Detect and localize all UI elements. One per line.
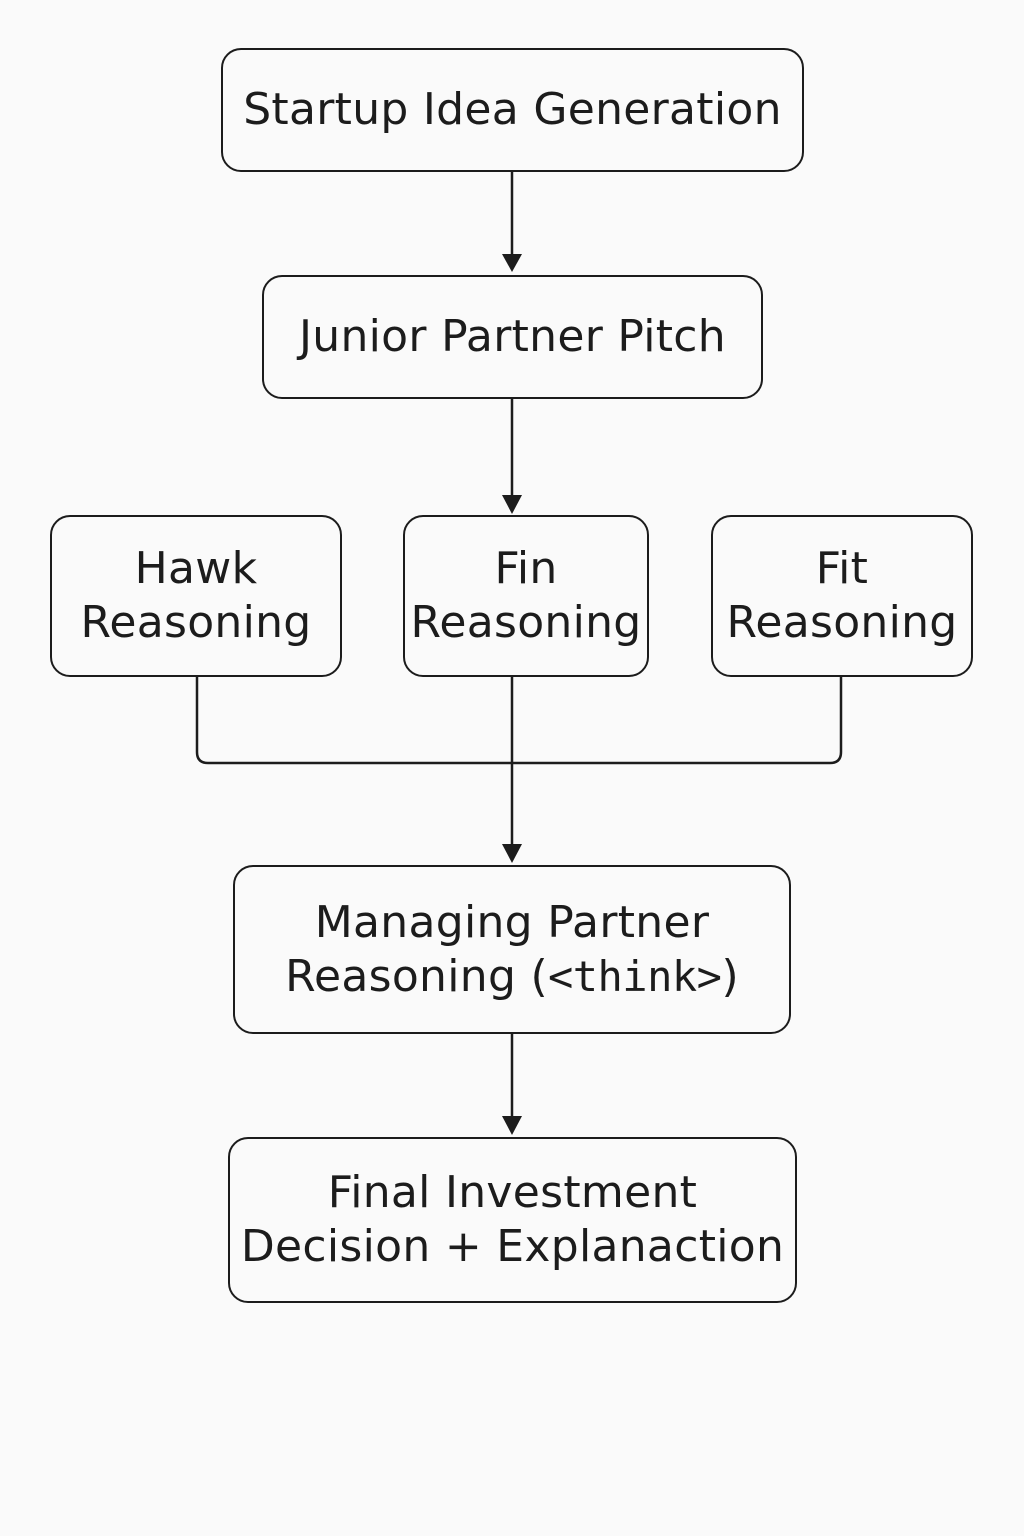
arrowhead-fin <box>502 495 522 514</box>
node-label-line-1: Hawk <box>134 543 258 594</box>
node-managing-partner-reasoning: Managing Partner Reasoning (<think>) <box>233 865 791 1034</box>
node-fit-reasoning: Fit Reasoning <box>711 515 973 677</box>
edge-hawk-merge <box>195 677 512 765</box>
node-hawk-reasoning: Hawk Reasoning <box>50 515 342 677</box>
node-label-line-1: Fin <box>494 543 558 594</box>
node-fin-reasoning: Fin Reasoning <box>403 515 649 677</box>
node-label-line-2: Decision + Explanaction <box>240 1221 785 1272</box>
node-final-investment-decision: Final Investment Decision + Explanaction <box>228 1137 797 1303</box>
edge-fit-merge <box>512 677 843 765</box>
node-label-part: Reasoning ( <box>285 950 548 1002</box>
node-startup-idea-generation: Startup Idea Generation <box>221 48 804 172</box>
think-tag-label: <think> <box>547 951 722 1001</box>
arrowhead-final <box>502 1116 522 1135</box>
node-label-line-1: Final Investment <box>327 1167 698 1218</box>
node-junior-partner-pitch: Junior Partner Pitch <box>262 275 763 399</box>
node-label: Startup Idea Generation <box>243 84 782 135</box>
node-label-line-2: Reasoning (<think>) <box>285 950 739 1004</box>
node-label-part: ) <box>721 950 739 1002</box>
arrowhead-manage <box>502 844 522 863</box>
node-label: Junior Partner Pitch <box>299 311 726 362</box>
node-label-line-2: Reasoning <box>726 597 958 648</box>
node-label-line-1: Managing Partner <box>314 896 710 948</box>
node-label-line-2: Reasoning <box>80 597 312 648</box>
arrowhead-pitch <box>502 254 522 272</box>
node-label-line-2: Reasoning <box>410 597 642 648</box>
node-label-line-1: Fit <box>815 543 869 594</box>
